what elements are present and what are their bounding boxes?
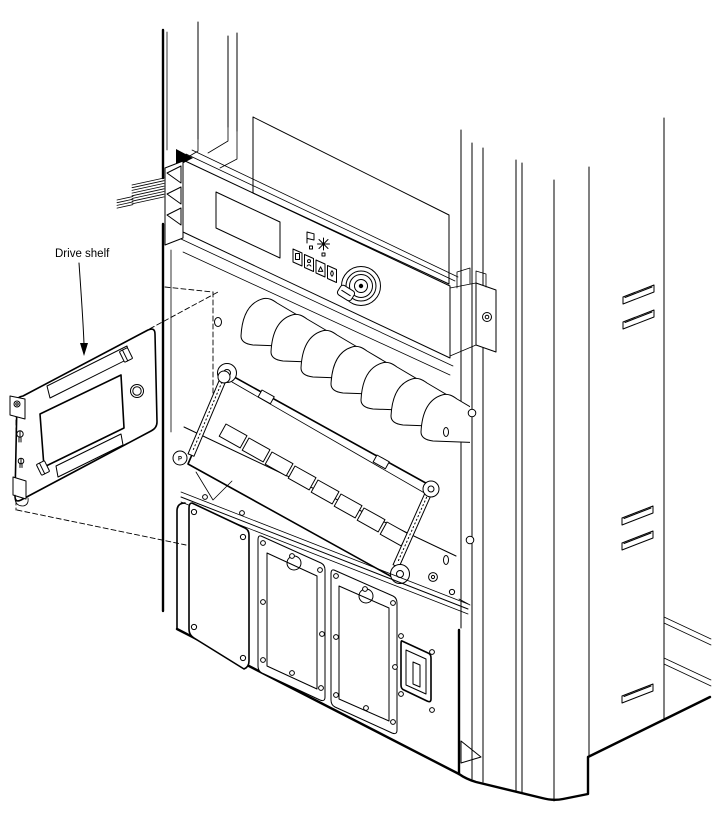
psu-screws bbox=[333, 573, 398, 725]
lower-front-panel bbox=[175, 491, 482, 776]
door-slot bbox=[264, 451, 294, 477]
power-connector bbox=[398, 633, 435, 713]
clip-icon bbox=[36, 460, 50, 476]
person-icon bbox=[306, 259, 312, 267]
psu-panel-inset bbox=[338, 585, 390, 722]
side-vents bbox=[621, 284, 655, 704]
door-screws bbox=[190, 508, 247, 662]
cable-bundle bbox=[116, 177, 165, 209]
base-shadow bbox=[460, 740, 482, 764]
hinge-pivot bbox=[390, 564, 410, 584]
shelf-screw bbox=[16, 430, 24, 443]
panel-button bbox=[292, 248, 303, 267]
star-icon bbox=[317, 237, 330, 251]
marker-p-screw bbox=[172, 450, 188, 466]
panel-button bbox=[315, 259, 326, 278]
door-slot bbox=[356, 507, 386, 533]
panel-end-bracket bbox=[164, 160, 184, 246]
clip-icon bbox=[119, 347, 133, 363]
key bbox=[336, 284, 356, 302]
warning-icon bbox=[317, 266, 324, 272]
connector-lever bbox=[412, 661, 421, 688]
door-slot bbox=[241, 437, 271, 463]
latch-tab bbox=[372, 454, 390, 470]
vent-slot bbox=[622, 284, 655, 305]
blank-door bbox=[188, 502, 250, 670]
strut-pivot bbox=[422, 480, 440, 498]
marker-p-label: P bbox=[178, 457, 182, 463]
document-icon bbox=[295, 253, 300, 260]
vent-slot bbox=[622, 309, 655, 330]
key-switch bbox=[336, 256, 385, 306]
latch-tab bbox=[257, 389, 275, 405]
flag-p-icon bbox=[306, 231, 315, 244]
leader-line bbox=[78, 262, 85, 345]
door-slot bbox=[310, 479, 340, 505]
drive-guide-fins bbox=[240, 297, 470, 444]
grommet-hole bbox=[130, 384, 144, 398]
shelf-end-cap bbox=[12, 476, 27, 500]
cabinet-frame-lines bbox=[161, 21, 712, 802]
led-indicator bbox=[321, 252, 326, 257]
panel-button bbox=[304, 254, 314, 272]
cabinet-base-outline bbox=[457, 628, 712, 801]
psu-panel-frame bbox=[257, 535, 326, 702]
shelf-door-open: P bbox=[172, 363, 457, 584]
vent-slot bbox=[621, 530, 654, 551]
psu-panel-frame bbox=[330, 569, 398, 735]
drive-shelf-label: Drive shelf bbox=[55, 248, 110, 260]
psu-screws bbox=[260, 540, 325, 691]
shelf-end-cap bbox=[9, 395, 26, 420]
drive-shelf bbox=[9, 291, 219, 546]
door-slot bbox=[287, 465, 317, 491]
droplet-icon bbox=[330, 270, 334, 277]
arrowhead-icon bbox=[80, 343, 88, 356]
drive-guide-fin bbox=[420, 393, 470, 444]
door-slot bbox=[218, 423, 248, 449]
arrow-icon bbox=[374, 267, 385, 275]
panel-button bbox=[327, 265, 337, 283]
perforation-strip bbox=[55, 433, 124, 478]
callout: Drive shelf bbox=[55, 248, 110, 356]
drive-bay-frame bbox=[164, 251, 497, 565]
shelf-screw bbox=[17, 457, 25, 468]
led-indicator bbox=[309, 245, 313, 250]
vent-slot bbox=[621, 505, 654, 526]
bracket-screw bbox=[482, 312, 492, 322]
shelf-opening bbox=[39, 374, 125, 468]
interior-panel bbox=[252, 116, 450, 285]
panel-highlight bbox=[180, 496, 469, 610]
operator-panel bbox=[116, 149, 477, 367]
vent-slot bbox=[621, 683, 654, 704]
psu-panel-inset bbox=[266, 552, 318, 690]
lcd-display bbox=[215, 191, 281, 259]
strut-pivot bbox=[217, 370, 231, 384]
door-slot bbox=[333, 493, 363, 519]
